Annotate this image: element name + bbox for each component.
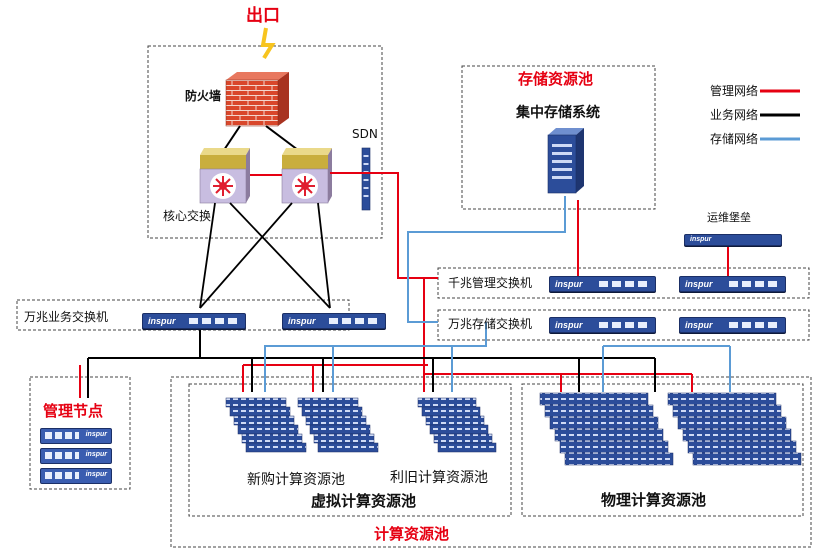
sdn-label: SDN <box>352 127 378 141</box>
storage-switch-box <box>437 309 810 341</box>
ops-bastion-device: inspur <box>684 234 782 246</box>
storage-switch-right-device: inspur <box>679 317 786 333</box>
sdn-controller-icon <box>361 147 371 211</box>
exit-label: 出口 <box>246 6 280 26</box>
biz-switch-label: 万兆业务交换机 <box>24 310 109 324</box>
mgmt-switch-right-device: inspur <box>679 276 786 292</box>
brand-label: inspur <box>555 320 583 330</box>
brand-label: inspur <box>85 431 107 438</box>
brand-label: inspur <box>685 320 713 330</box>
mgmt-node-server-3: inspur <box>40 468 112 484</box>
brand-label: inspur <box>148 316 176 326</box>
storage-pool-box <box>461 65 656 210</box>
mgmt-switch-left-device: inspur <box>549 276 656 292</box>
physical-pool-blade-stack-1 <box>539 392 674 466</box>
brand-label: inspur <box>85 451 107 458</box>
brand-label: inspur <box>555 279 583 289</box>
virtual-pool-box <box>188 383 512 517</box>
core-switch-right-icon <box>281 148 332 204</box>
mgmt-nodes-title: 管理节点 <box>43 402 104 420</box>
legend-label-mgmt: 管理网络 <box>710 84 759 98</box>
compute-pool-title: 计算资源池 <box>374 525 450 543</box>
mgmt-node-server-1: inspur <box>40 428 112 444</box>
storage-switch-label: 万兆存储交换机 <box>448 317 533 331</box>
brand-label: inspur <box>85 471 107 478</box>
physical-pool-box <box>521 383 804 517</box>
brand-label: inspur <box>690 236 712 243</box>
core-switch-left-icon <box>199 148 250 204</box>
exit-link <box>260 27 276 60</box>
mgmt-switch-label: 千兆管理交换机 <box>448 276 533 290</box>
storage-switch-left-device: inspur <box>549 317 656 333</box>
storage-pool-title: 存储资源池 <box>518 70 594 88</box>
reuse-pool-label: 利旧计算资源池 <box>390 470 488 486</box>
mgmt-node-server-2: inspur <box>40 448 112 464</box>
virtual-pool-label: 虚拟计算资源池 <box>311 492 417 510</box>
new-pool-server-stack-1 <box>225 397 307 453</box>
firewall-label: 防火墙 <box>185 89 222 103</box>
physical-pool-label: 物理计算资源池 <box>601 491 707 509</box>
ops-bastion-label: 运维堡垒 <box>707 211 751 224</box>
physical-pool-blade-stack-2 <box>667 392 802 466</box>
legend-label-biz: 业务网络 <box>710 108 759 122</box>
brand-label: inspur <box>685 279 713 289</box>
core-switch-label: 核心交换 <box>163 209 212 223</box>
biz-switch-right-device: inspur <box>282 313 386 329</box>
storage-system-label: 集中存储系统 <box>516 105 600 121</box>
new-pool-label: 新购计算资源池 <box>247 472 345 488</box>
brand-label: inspur <box>288 316 316 326</box>
compute-pool-box <box>170 376 812 548</box>
mgmt-switch-box <box>437 267 810 299</box>
reuse-pool-server-stack <box>417 397 497 453</box>
legend-label-storage: 存储网络 <box>710 132 759 146</box>
storage-array-icon <box>547 128 584 194</box>
firewall-icon <box>225 72 289 127</box>
biz-switch-left-device: inspur <box>142 313 246 329</box>
new-pool-server-stack-2 <box>297 397 379 453</box>
